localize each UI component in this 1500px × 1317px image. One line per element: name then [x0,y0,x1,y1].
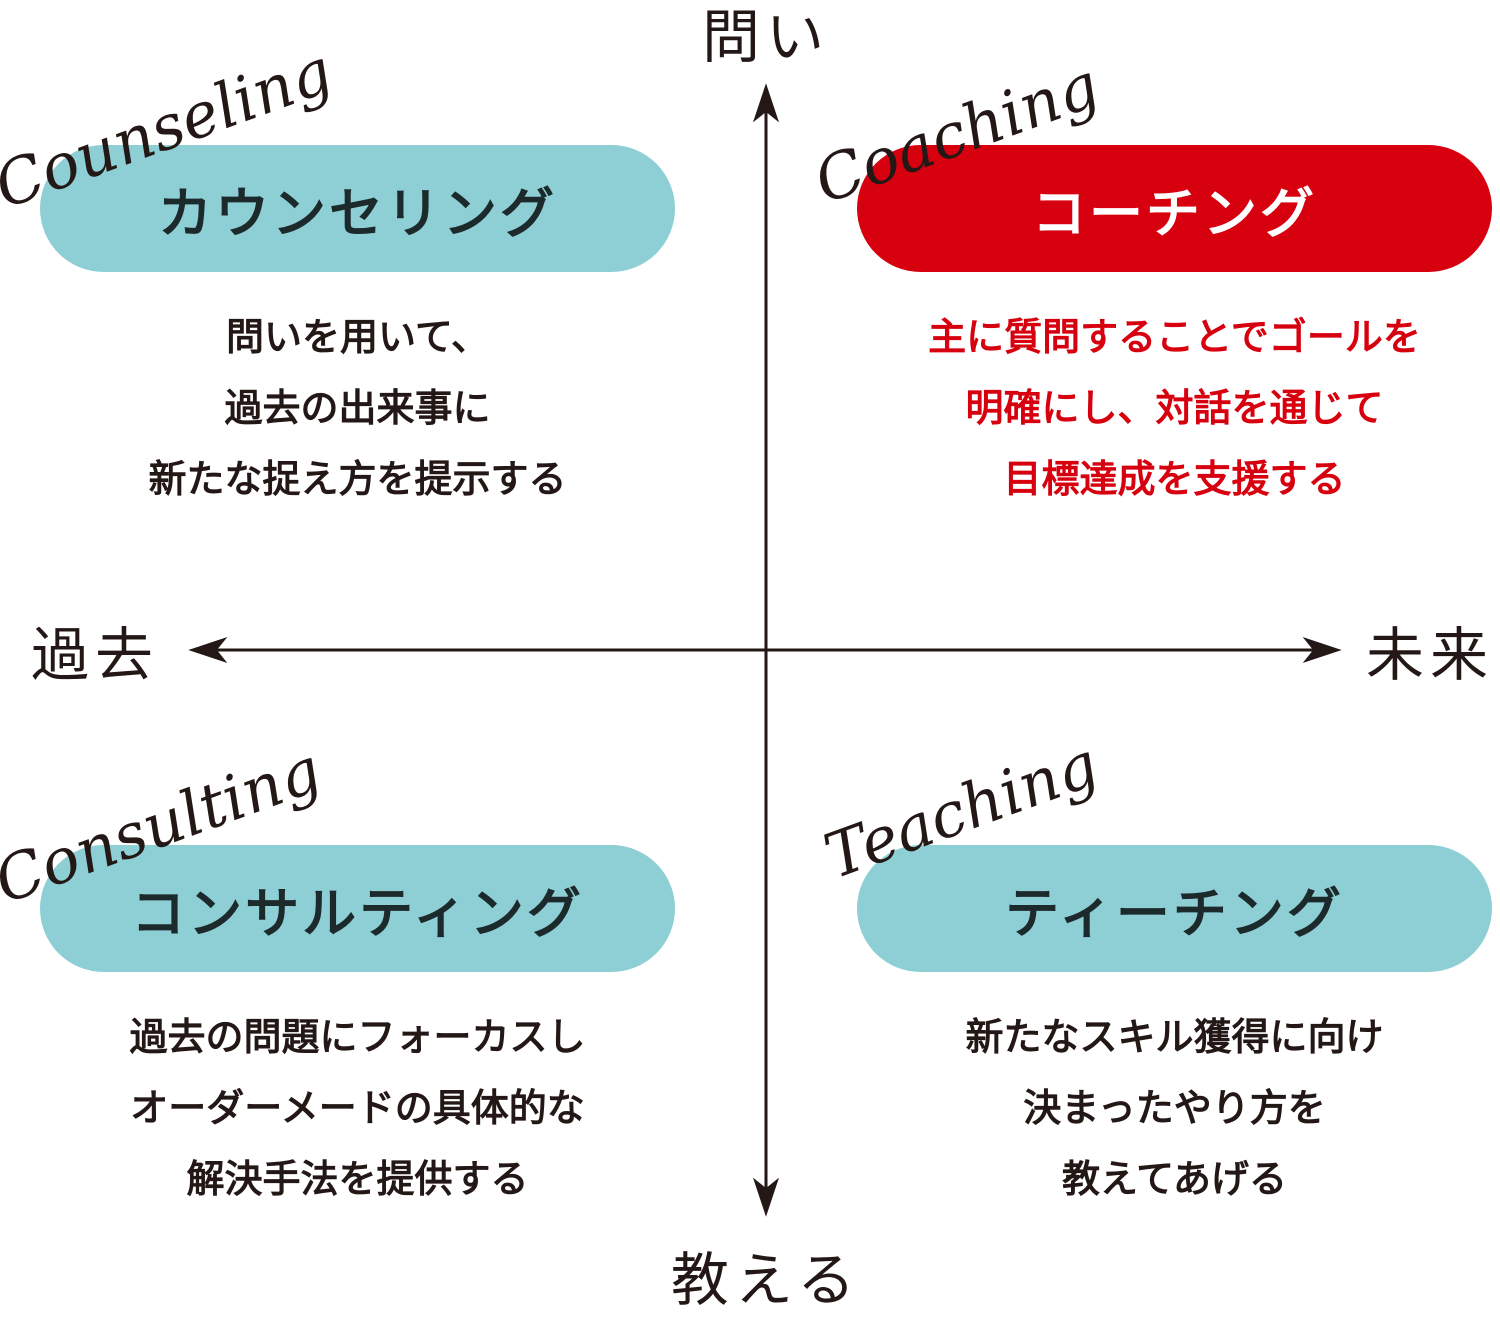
description-line: 新たなスキル獲得に向け [965,1015,1384,1059]
description-line: 決まったやり方を [1023,1086,1326,1130]
description-line: 明確にし、対話を通じて [965,386,1384,430]
teaching-pill: ティーチング [857,845,1492,972]
consulting-pill: コンサルティング [40,845,675,972]
axis-label-bottom: 教える [670,1246,862,1314]
counseling-title: カウンセリング [158,182,557,245]
description-line: 主に質問することでゴールを [928,315,1421,359]
coaching-title: コーチング [1032,182,1317,245]
axis-label-top: 問い [701,3,831,71]
teaching-title: ティーチング [1005,882,1344,945]
description-line: 問いを用いて、 [226,315,489,359]
counseling-description: 問いを用いて、 過去の出来事に 新たな捉え方を提示する [40,302,675,515]
axis-label-right: 未来 [1365,621,1495,689]
consulting-description: 過去の問題にフォーカスし オーダーメードの具体的な 解決手法を提供する [40,1002,675,1215]
arrow-up-icon [752,83,780,123]
axis-label-left: 過去 [30,621,160,689]
arrow-down-icon [752,1177,780,1217]
description-line: オーダーメードの具体的な [130,1086,585,1130]
description-line: 解決手法を提供する [186,1157,529,1201]
consulting-title: コンサルティング [131,882,584,945]
counseling-pill: カウンセリング [40,145,675,272]
coaching-description: 主に質問することでゴールを 明確にし、対話を通じて 目標達成を支援する [857,302,1492,515]
description-line: 教えてあげる [1062,1157,1287,1201]
coaching-pill: コーチング [857,145,1492,272]
description-line: 過去の出来事に [224,386,491,430]
arrow-left-icon [188,636,228,664]
arrow-right-icon [1302,636,1342,664]
description-line: 新たな捉え方を提示する [148,457,567,501]
teaching-description: 新たなスキル獲得に向け 決まったやり方を 教えてあげる [857,1002,1492,1215]
description-line: 目標達成を支援する [1003,457,1346,501]
description-line: 過去の問題にフォーカスし [129,1015,586,1059]
